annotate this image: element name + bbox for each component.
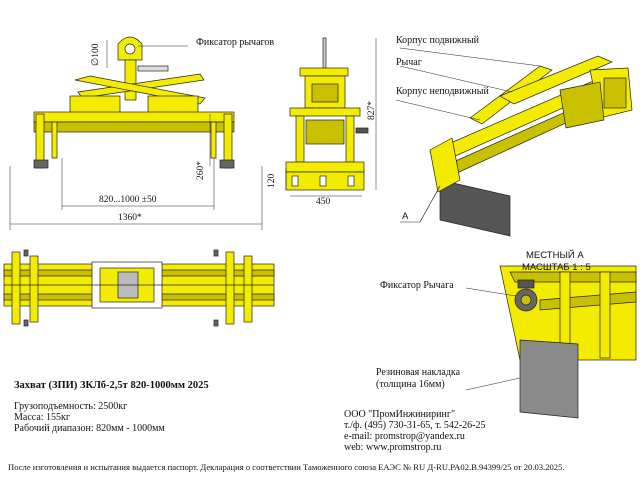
product-title: Захват (ЗПИ) ЗКЛб-2,5т 820-1000мм 2025 bbox=[14, 380, 209, 391]
label-dim-827: 827* bbox=[367, 101, 377, 120]
label-dim-450: 450 bbox=[316, 197, 331, 207]
spec-range: Рабочий диапазон: 820мм - 1000мм bbox=[14, 423, 165, 434]
company-website[interactable]: web: www.promstrop.ru bbox=[344, 442, 442, 453]
company-name: ООО "ПромИнжиниринг" bbox=[344, 409, 456, 420]
label-fixator-lever: Фиксатор Рычага bbox=[380, 280, 454, 291]
label-view-letter: A bbox=[402, 211, 409, 222]
spec-mass: Масса: 155кг bbox=[14, 412, 71, 423]
footer-declaration: После изготовления и испытания выдается … bbox=[8, 462, 565, 472]
label-dim-1360: 1360* bbox=[118, 213, 142, 223]
detail-a-drawing bbox=[499, 265, 637, 419]
dimension-lines bbox=[9, 38, 541, 391]
label-scale: МАСШТАБ 1 : 5 bbox=[522, 262, 591, 273]
isometric-view-drawing bbox=[419, 55, 633, 237]
label-fixator-levers: Фиксатор рычагов bbox=[196, 37, 275, 48]
label-local-view: МЕСТНЫЙ А bbox=[526, 250, 584, 261]
front-view-drawing bbox=[33, 36, 235, 169]
label-body-fixed: Корпус неподвижный bbox=[396, 86, 489, 97]
side-view-drawing bbox=[285, 37, 369, 191]
label-dim-260: 260* bbox=[196, 161, 206, 180]
company-email[interactable]: e-mail: promstrop@yandex.ru bbox=[344, 431, 465, 442]
spec-capacity: Грузоподъемность: 2500кг bbox=[14, 401, 128, 412]
label-dim-120: 120 bbox=[267, 173, 277, 188]
label-dim-820-1000: 820...1000 ±50 bbox=[99, 195, 157, 205]
label-rubber-pad-thickness: (толщина 16мм) bbox=[376, 379, 445, 390]
company-phone: т./ф. (495) 730-31-65, т. 542-26-25 bbox=[344, 420, 486, 431]
label-rubber-pad: Резиновая накладка bbox=[376, 367, 461, 378]
label-diameter: ∅100 bbox=[91, 43, 101, 66]
label-lever: Рычаг bbox=[396, 57, 422, 68]
label-body-movable: Корпус подвижный bbox=[396, 35, 480, 46]
plan-view-drawing bbox=[3, 249, 275, 327]
